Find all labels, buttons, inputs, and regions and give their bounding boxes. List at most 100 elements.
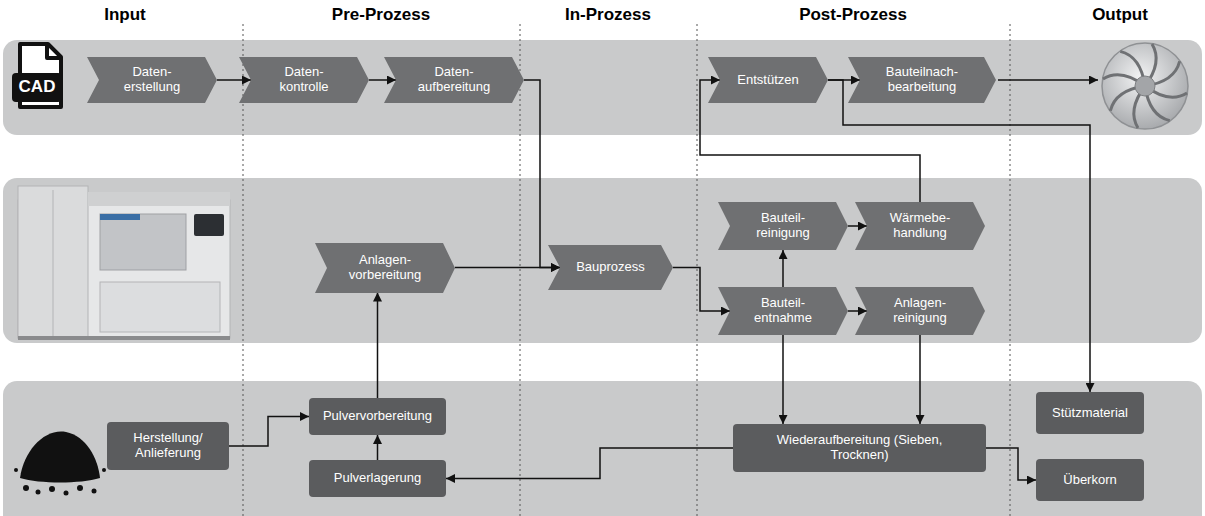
material-box: Wiederaufbereitung (Sieben, Trocknen) — [733, 424, 986, 472]
node-text-block: Daten- aufbereitung — [404, 65, 504, 95]
connector-arrow — [782, 250, 784, 287]
phase-separator — [1010, 24, 1011, 516]
chevron-shape — [384, 57, 524, 103]
node-label: Daten- erstellung — [107, 65, 197, 95]
node-label: Bauteil- reinigung — [738, 211, 828, 241]
node-text-block: Bauteil- entnahme — [738, 296, 828, 326]
box-shape — [107, 422, 229, 470]
box-shape — [733, 424, 986, 472]
material-box: Herstellung/ Anlieferung — [107, 422, 229, 470]
chevron-shape — [315, 243, 455, 293]
impeller-illustration — [1102, 43, 1188, 129]
node-label: Stützmaterial — [1052, 406, 1128, 421]
machine-band — [3, 178, 1202, 343]
node-label: Bauprozess — [576, 260, 645, 275]
node-text-block: Herstellung/ Anlieferung — [118, 431, 218, 461]
powder-grain — [36, 490, 41, 495]
chevron-shape — [87, 57, 217, 103]
powder-grain — [64, 491, 69, 496]
powder-grain — [77, 485, 83, 491]
node-label: Bauteil- entnahme — [738, 296, 828, 326]
powder-grain — [14, 468, 18, 472]
process-chevron: Wärmebe- handlung — [855, 202, 985, 250]
material-box: Pulvervorbereitung — [309, 398, 446, 435]
process-chevron: Bauprozess — [548, 245, 673, 290]
machine-logo — [100, 214, 140, 220]
process-chevron: Daten- erstellung — [87, 57, 217, 103]
node-text-block: Pulvervorbereitung — [323, 409, 432, 424]
node-label: Entstützen — [737, 73, 798, 88]
impeller-disc — [1102, 43, 1188, 129]
node-label: Daten- kontrolle — [259, 65, 349, 95]
powder-pile — [20, 432, 100, 483]
machine-top — [88, 192, 230, 206]
phase-header: Input — [104, 5, 146, 25]
node-text-block: Anlagen- reinigung — [875, 296, 965, 326]
node-label: Wärmebe- handlung — [875, 211, 965, 241]
node-text-block: Bauprozess — [576, 260, 645, 275]
node-text-block: Wärmebe- handlung — [875, 211, 965, 241]
powder-grain — [92, 489, 97, 494]
connector-arrow — [446, 448, 733, 479]
connector-arrow — [919, 335, 921, 424]
node-label: Herstellung/ Anlieferung — [118, 431, 218, 461]
process-chevron: Anlagen- reinigung — [855, 287, 985, 335]
chevron-shape — [848, 57, 996, 103]
connector-arrow — [369, 79, 396, 81]
material-box: Überkorn — [1036, 459, 1144, 501]
powder-grain — [102, 468, 106, 472]
process-chevron: Daten- kontrolle — [239, 57, 369, 103]
node-label: Pulverlagerung — [334, 471, 421, 486]
machine-screen — [194, 214, 224, 236]
output-arrow — [998, 79, 1098, 81]
material-box: Stützmaterial — [1036, 392, 1144, 434]
document-fold — [47, 44, 61, 58]
node-text-block: Entstützen — [737, 73, 798, 88]
node-text-block: Anlagen- vorbereitung — [335, 253, 435, 283]
connector-arrow — [217, 79, 251, 81]
connector-arrow — [524, 80, 560, 268]
machine-cabinet — [18, 186, 88, 338]
material-band — [3, 381, 1202, 516]
connector-arrow — [828, 80, 1090, 392]
machine-lower-panel — [100, 282, 220, 332]
node-label: Überkorn — [1063, 473, 1116, 488]
phase-header: In-Prozess — [565, 5, 651, 25]
node-text-block: Wiederaufbereitung (Sieben, Trocknen) — [775, 433, 945, 463]
chevron-shape — [548, 245, 673, 290]
cad-icon-text: CAD — [19, 77, 56, 97]
powder-grain — [23, 485, 29, 491]
node-label: Anlagen- vorbereitung — [335, 253, 435, 283]
node-text-block: Daten- erstellung — [107, 65, 197, 95]
node-text-block: Pulverlagerung — [334, 471, 421, 486]
connector-arrow — [848, 310, 867, 312]
chevron-shape — [718, 202, 848, 250]
cabinet-door — [53, 190, 54, 336]
connector-arrow — [229, 417, 309, 447]
impeller-hub — [1135, 76, 1155, 96]
powder-grain — [49, 486, 55, 492]
chevron-shape — [855, 202, 985, 250]
process-chevron: Bauteil- entnahme — [718, 287, 848, 335]
chevron-shape — [855, 287, 985, 335]
chevron-shape — [718, 287, 848, 335]
node-text-block: Bauteil- reinigung — [738, 211, 828, 241]
material-box: Pulverlagerung — [309, 460, 446, 497]
connector-arrow — [455, 267, 560, 269]
process-chevron: Bauteilnach- bearbeitung — [848, 57, 996, 103]
node-text-block: Daten- kontrolle — [259, 65, 349, 95]
phase-header: Pre-Prozess — [332, 5, 430, 25]
connector-arrow — [377, 435, 379, 460]
node-text-block: Stützmaterial — [1052, 406, 1128, 421]
cad-file-icon — [12, 44, 62, 107]
node-text-block: Bauteilnach- bearbeitung — [872, 65, 972, 95]
phase-header: Post-Prozess — [799, 5, 907, 25]
connector-arrow — [377, 293, 379, 399]
box-shape — [309, 460, 446, 497]
machine-illustration — [18, 186, 230, 340]
connector-arrow — [848, 225, 867, 227]
box-shape — [309, 398, 446, 435]
machine-panel — [100, 214, 186, 270]
